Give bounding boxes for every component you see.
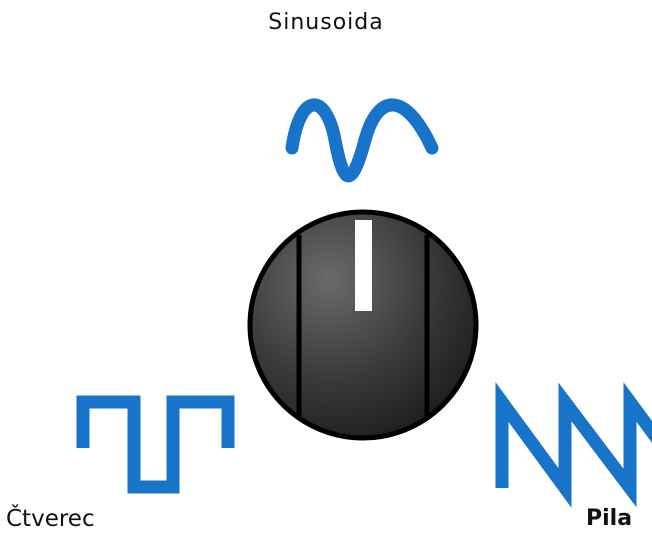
square-wave-icon[interactable] <box>76 395 235 494</box>
square-label: Čtverec <box>6 506 95 532</box>
sine-wave-icon[interactable] <box>285 98 439 183</box>
sawtooth-wave-icon[interactable] <box>495 382 652 508</box>
saw-label: Pila <box>586 506 633 531</box>
knob-body[interactable] <box>247 209 479 441</box>
knob-pointer <box>355 220 372 311</box>
sine-label: Sinusoida <box>268 10 384 35</box>
selector-knob[interactable] <box>247 209 479 441</box>
